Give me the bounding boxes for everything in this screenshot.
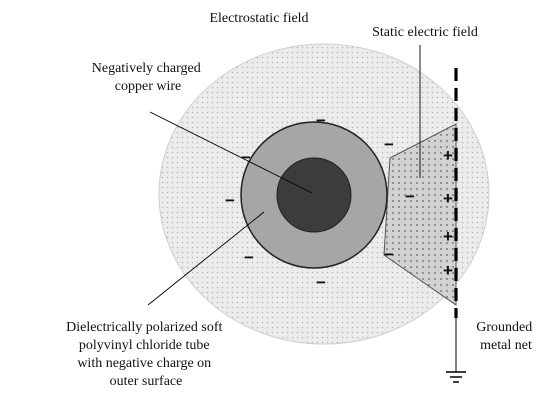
negative-charge: − xyxy=(316,111,326,130)
label-copper-wire-line: Negatively charged xyxy=(92,61,201,76)
negative-charge: − xyxy=(225,191,235,210)
label-pvc-tube-line: with negative charge on xyxy=(77,356,211,371)
label-pvc-tube: Dielectrically polarized soft polyvinyl … xyxy=(66,320,226,389)
label-pvc-tube-line: polyvinyl chloride tube xyxy=(79,338,210,353)
leader-line-tube xyxy=(147,211,265,306)
static-electric-field-wedge xyxy=(383,123,457,306)
copper-wire xyxy=(276,157,352,233)
label-grounded-net-line: metal net xyxy=(480,338,532,353)
label-copper-wire-line: copper wire xyxy=(115,79,181,94)
negative-charge: − xyxy=(241,148,251,167)
positive-charge: + xyxy=(443,189,453,208)
negative-charge: − xyxy=(316,273,326,292)
negative-charge: − xyxy=(384,245,394,264)
positive-charge: + xyxy=(443,227,453,246)
label-static-electric-field: Static electric field xyxy=(372,25,478,40)
label-electrostatic-field: Electrostatic field xyxy=(209,11,308,26)
label-pvc-tube-line: outer surface xyxy=(110,374,183,389)
ground-symbol-icon xyxy=(446,371,466,383)
negative-charge: − xyxy=(405,187,415,206)
leader-line-wire xyxy=(149,111,313,194)
positive-charge: + xyxy=(443,261,453,280)
negative-charge: − xyxy=(384,135,394,154)
label-grounded-net-line: Grounded xyxy=(476,320,532,335)
positive-charge: + xyxy=(443,146,453,165)
label-pvc-tube-line: Dielectrically polarized soft xyxy=(66,320,222,335)
positive-charges: + + + + xyxy=(443,146,453,280)
label-copper-wire: Negatively charged copper wire xyxy=(92,61,204,94)
negative-charge: − xyxy=(244,248,254,267)
negative-charges: − − − − − − − − xyxy=(225,111,415,292)
label-grounded-net: Grounded metal net xyxy=(476,320,536,353)
